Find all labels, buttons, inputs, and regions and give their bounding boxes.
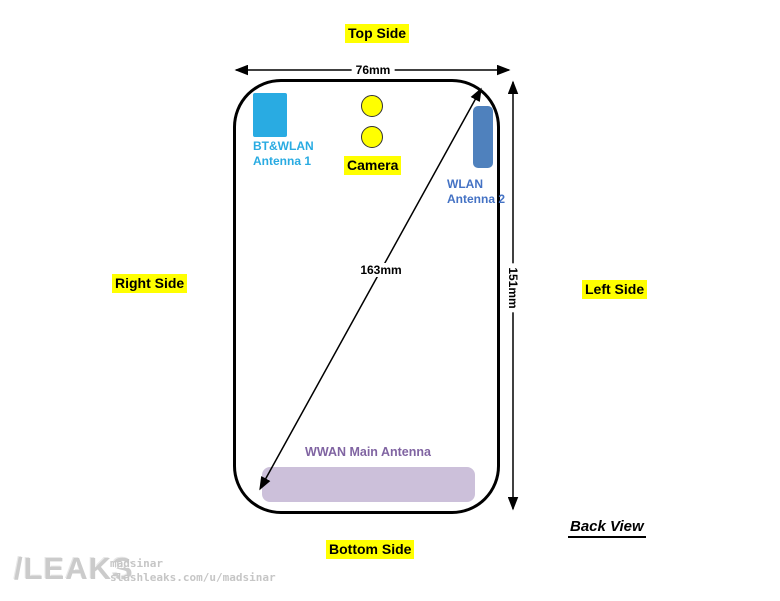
watermark-url: slashleaks.com/u/madsinar (110, 571, 276, 584)
back-view-caption: Back View (568, 518, 646, 538)
phone-back-outline (233, 79, 500, 514)
left-side-label: Left Side (582, 280, 648, 299)
bt-wlan-antenna1-shape (253, 93, 287, 137)
wlan-antenna2-label-line1: WLAN (447, 177, 483, 191)
bt-wlan-antenna1-label-line2: Antenna 1 (253, 154, 312, 168)
wlan-antenna2-label-line2: Antenna 2 (447, 192, 506, 206)
height-dimension-value: 151mm (506, 263, 520, 313)
bt-wlan-antenna1-label-line1: BT&WLAN (253, 139, 314, 153)
wwan-main-antenna-label: WWAN Main Antenna (305, 445, 431, 459)
bt-wlan-antenna1-label: BT&WLAN Antenna 1 (253, 139, 314, 169)
camera-lens-bottom-icon (361, 126, 383, 148)
diagonal-dimension-value: 163mm (356, 263, 406, 277)
camera-lens-top-icon (361, 95, 383, 117)
camera-label: Camera (344, 156, 402, 175)
right-side-label: Right Side (112, 274, 188, 293)
width-dimension-value: 76mm (351, 63, 395, 77)
top-side-label: Top Side (345, 24, 410, 43)
wlan-antenna2-label: WLAN Antenna 2 (447, 177, 505, 207)
slashleaks-logo: /LEAKS (14, 551, 134, 586)
wlan-antenna2-shape (473, 106, 493, 168)
watermark-username: madsinar (110, 557, 163, 570)
wwan-main-antenna-shape (262, 467, 475, 502)
bottom-side-label: Bottom Side (326, 540, 415, 559)
